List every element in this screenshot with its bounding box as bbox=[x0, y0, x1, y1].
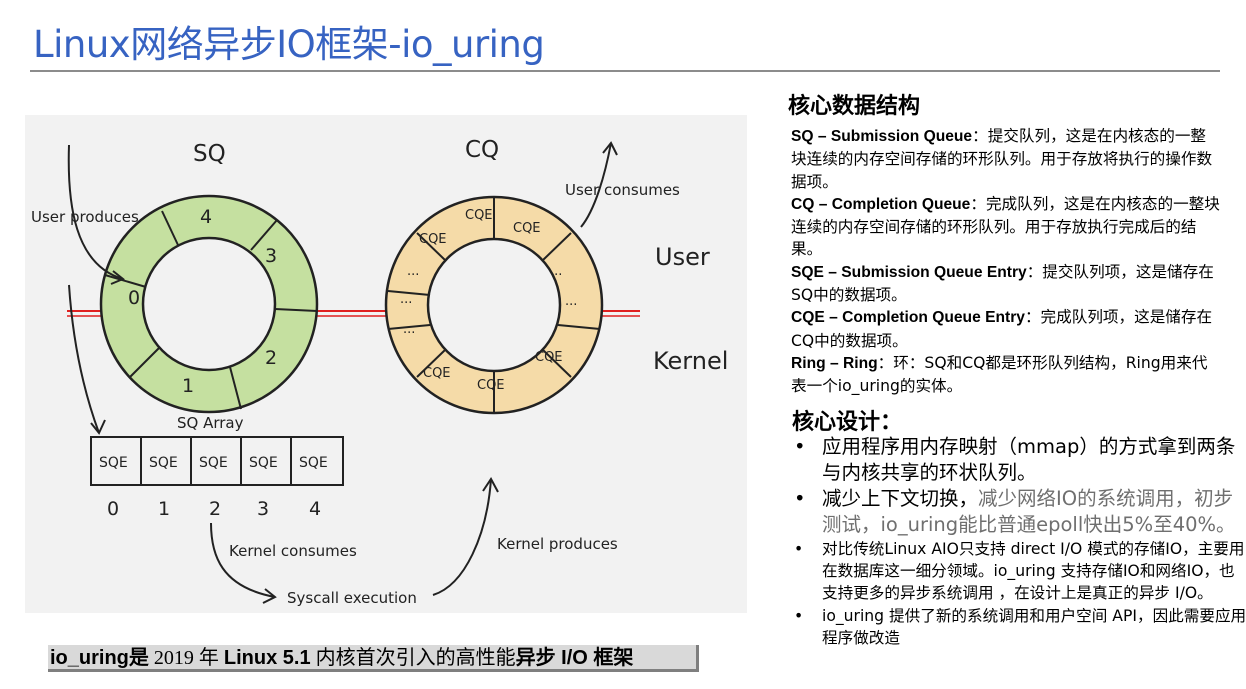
design-bullet-text: io_uring 提供了新的系统调用和用户空间 API，因此需要应用程序做改造 bbox=[822, 606, 1246, 647]
sq-ring-outer bbox=[99, 194, 319, 414]
sq-array-box bbox=[90, 436, 344, 486]
design-bullet-text: 对比传统Linux AIO只支持 direct I/O 模式的存储IO，主要用在… bbox=[822, 540, 1245, 603]
definition-term: CQE – Completion Queue Entry bbox=[791, 309, 1025, 327]
definition-desc: ：环：SQ和CQ都是环形队列结构，Ring用来代表一个io_uring的实体。 bbox=[791, 353, 1208, 396]
sq-ring-inner bbox=[141, 236, 277, 372]
design-bullet-text: 应用程序用内存映射（mmap）的方式拿到两条与内核共享的环状队列。 bbox=[822, 435, 1236, 484]
sq-array-index: 2 bbox=[209, 498, 221, 520]
arrowhead bbox=[262, 588, 277, 604]
user-produces-arrow bbox=[67, 144, 124, 280]
sq-array-cell: SQE bbox=[99, 455, 128, 471]
ellipsis-label: ... bbox=[565, 294, 577, 309]
sq-array-cell: SQE bbox=[249, 455, 278, 471]
cq-label: CQ bbox=[465, 137, 499, 163]
definition-cqe: CQE – Completion Queue Entry：完成队列项，这是储存在… bbox=[791, 306, 1221, 352]
caption-part: io_uring是 bbox=[50, 647, 149, 669]
ellipsis-label: ... bbox=[400, 292, 412, 307]
definition-desc: ：完成队列项，这是储存在CQ中的数据项。 bbox=[791, 308, 1213, 350]
ellipsis-label: ... bbox=[407, 264, 419, 279]
ellipsis-label: ... bbox=[403, 322, 415, 337]
user-label: User bbox=[655, 243, 710, 271]
kernel-consumes-arrow bbox=[210, 522, 276, 598]
cqe-label: CQE bbox=[477, 378, 505, 393]
cqe-label: CQE bbox=[513, 221, 541, 236]
sq-slot-dividers bbox=[104, 210, 318, 410]
cqe-label: CQE bbox=[419, 232, 447, 247]
syscall-execution-label: Syscall execution bbox=[287, 589, 417, 607]
sq-array-index: 1 bbox=[158, 498, 170, 520]
caption-part: 异步 I/O 框架 bbox=[515, 647, 634, 669]
sq-array-cell: SQE bbox=[149, 455, 178, 471]
ellipsis-label: ... bbox=[550, 264, 562, 279]
design-bullet-text: 减少上下文切换， bbox=[822, 487, 979, 510]
sq-slot-1: 1 bbox=[182, 375, 194, 397]
title-divider bbox=[30, 70, 1220, 72]
user-consumes-arrow bbox=[580, 142, 612, 228]
kernel-consumes-label: Kernel consumes bbox=[229, 542, 357, 560]
arrowhead bbox=[482, 477, 499, 493]
slide-title: Linux网络异步IO框架-io_uring bbox=[33, 23, 545, 66]
arrowhead bbox=[602, 141, 618, 156]
arrowhead bbox=[90, 419, 106, 435]
sq-array-index: 4 bbox=[309, 498, 321, 520]
definition-term: Ring – Ring bbox=[791, 354, 878, 372]
design-heading: 核心设计： bbox=[792, 410, 903, 435]
definition-sqe: SQE – Submission Queue Entry：提交队列项，这是储存在… bbox=[791, 261, 1221, 307]
definition-desc: ：提交队列项，这是储存在SQ中的数据项。 bbox=[791, 262, 1214, 305]
caption-part: 内核首次引入的高性能 bbox=[310, 647, 516, 669]
struct-heading: 核心数据结构 bbox=[788, 94, 921, 119]
definition-ring: Ring – Ring：环：SQ和CQ都是环形队列结构，Ring用来代表一个io… bbox=[791, 352, 1221, 398]
diagram-caption: io_uring是 2019 年 Linux 5.1 内核首次引入的高性能异步 … bbox=[48, 645, 699, 672]
caption-part: 2019 年 bbox=[148, 647, 224, 669]
definition-term: SQE – Submission Queue Entry bbox=[791, 263, 1027, 281]
kernel-label: Kernel bbox=[653, 347, 728, 375]
diagram-canvas: 4 3 0 2 1 CQE CQE CQE ... ... ... ... ..… bbox=[31, 137, 728, 607]
arrowhead bbox=[110, 270, 125, 285]
sq-ring bbox=[101, 196, 317, 412]
design-bullet-text: 减少网络IO的系统调用，初步测试，io_uring能比普通epoll快出5%至4… bbox=[822, 487, 1236, 536]
kernel-produces-arrow bbox=[432, 478, 492, 596]
definition-term: CQ – Completion Queue bbox=[791, 195, 971, 213]
design-bullet-list: 应用程序用内存映射（mmap）的方式拿到两条与内核共享的环状队列。 减少上下文切… bbox=[792, 434, 1246, 649]
sq-array-label: SQ Array bbox=[177, 414, 244, 432]
sq-label: SQ bbox=[193, 141, 226, 167]
definition-term: SQ – Submission Queue bbox=[791, 128, 973, 145]
caption-part: Linux 5.1 bbox=[223, 647, 311, 669]
design-bullet: 减少上下文切换，减少网络IO的系统调用，初步测试，io_uring能比普通epo… bbox=[792, 486, 1246, 538]
sq-array-cell: SQE bbox=[299, 455, 328, 471]
definition-cq: CQ – Completion Queue：完成队列，这是在内核态的一整块连续的… bbox=[791, 193, 1221, 261]
sq-slot-2: 2 bbox=[265, 347, 277, 369]
sq-slot-0: 0 bbox=[128, 287, 140, 309]
definition-desc: ：完成队列，这是在内核态的一整块连续的内存空间存储的环形队列。用于存放执行完成后… bbox=[791, 194, 1220, 259]
sq-array-cell: SQE bbox=[199, 455, 228, 471]
cqe-label: CQE bbox=[535, 350, 563, 365]
design-bullet: 对比传统Linux AIO只支持 direct I/O 模式的存储IO，主要用在… bbox=[792, 538, 1246, 605]
definition-sq: SQ – Submission Queue：提交队列，这是在内核态的一整块连续的… bbox=[791, 125, 1221, 193]
sq-array-index: 3 bbox=[257, 498, 269, 520]
cqe-label: CQE bbox=[423, 366, 451, 381]
sq-slot-3: 3 bbox=[265, 245, 277, 267]
user-produces-label: User produces bbox=[31, 208, 139, 226]
sq-to-array-arrow bbox=[68, 284, 100, 434]
io-uring-diagram: 4 3 0 2 1 CQE CQE CQE ... ... ... ... ..… bbox=[25, 115, 747, 613]
cq-slot-dividers bbox=[387, 197, 601, 413]
design-bullet: 应用程序用内存映射（mmap）的方式拿到两条与内核共享的环状队列。 bbox=[792, 434, 1246, 486]
sq-array-index: 0 bbox=[107, 498, 119, 520]
user-consumes-label: User consumes bbox=[565, 181, 680, 199]
definition-desc: ：提交队列，这是在内核态的一整块连续的内存空间存储的环形队列。用于存放将执行的操… bbox=[791, 127, 1213, 191]
struct-definitions: SQ – Submission Queue：提交队列，这是在内核态的一整块连续的… bbox=[791, 125, 1221, 398]
cqe-label: CQE bbox=[465, 208, 493, 223]
sq-slot-4: 4 bbox=[200, 206, 212, 228]
kernel-produces-label: Kernel produces bbox=[497, 535, 618, 553]
design-bullet: io_uring 提供了新的系统调用和用户空间 API，因此需要应用程序做改造 bbox=[792, 605, 1246, 649]
